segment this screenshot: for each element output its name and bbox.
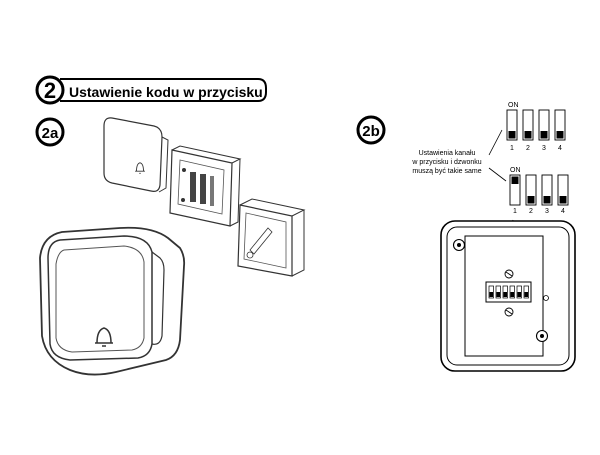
screw-icon [504, 269, 514, 279]
section-2b-badge [356, 115, 386, 145]
assembled-push-button [39, 226, 186, 376]
dip-top-switch-4 [554, 109, 566, 141]
dip-top-number-4: 4 [558, 145, 562, 152]
dip-top-on-label: ON [508, 102, 519, 109]
dip-bottom-switch-2 [525, 174, 537, 206]
dip-top-switch-2 [522, 109, 534, 141]
step-number-badge [35, 75, 65, 105]
section-2a-label: 2a [42, 125, 59, 142]
dip-switch-top: ON 1 2 3 4 [506, 102, 566, 152]
dip-bottom-number-1: 1 [513, 208, 517, 215]
dip-bottom-number-4: 4 [561, 208, 565, 215]
indicator-hole [543, 295, 549, 301]
step-header: 2 Ustawienie kodu w przycisku [35, 75, 267, 105]
dip-bottom-number-2: 2 [529, 208, 533, 215]
dip-top-number-3: 3 [542, 145, 546, 152]
back-box-part [237, 198, 306, 277]
dip-top-number-1: 1 [510, 145, 514, 152]
bell-icon [95, 327, 113, 347]
channel-note: Ustawienia kanału w przycisku i dzwonku … [411, 150, 481, 175]
section-2a-badge [35, 117, 65, 147]
note-line-2: w przycisku i dzwonku [411, 159, 481, 166]
dip-top-switch-3 [538, 109, 550, 141]
screw-icon [504, 307, 514, 317]
front-cover-part [103, 117, 169, 193]
bell-icon [135, 162, 145, 174]
dip-bottom-switch-1 [509, 174, 521, 206]
dip-module-on-board [485, 281, 532, 303]
screw-icon [535, 329, 549, 343]
section-2b: 2b Ustawienia kanału w przycisku i dzwon… [356, 102, 576, 372]
section-2a: 2a [35, 117, 306, 376]
dip-bottom-on-label: ON [510, 167, 521, 174]
section-2b-label: 2b [362, 123, 380, 140]
dip-bottom-switch-3 [541, 174, 553, 206]
dip-bottom-switch-4 [557, 174, 569, 206]
dip-bottom-number-3: 3 [545, 208, 549, 215]
step-title: Ustawienie kodu w przycisku [69, 84, 263, 100]
screw-icon [452, 238, 466, 252]
dip-top-switch-1 [506, 109, 518, 141]
note-line-3: muszą być takie same [412, 168, 481, 175]
step-number: 2 [44, 78, 56, 103]
rear-housing-view [440, 220, 576, 372]
middle-module-part [169, 145, 242, 227]
dip-top-number-2: 2 [526, 145, 530, 152]
dip-switch-bottom: ON 1 2 3 4 [509, 167, 569, 215]
note-line-1: Ustawienia kanału [419, 150, 476, 157]
